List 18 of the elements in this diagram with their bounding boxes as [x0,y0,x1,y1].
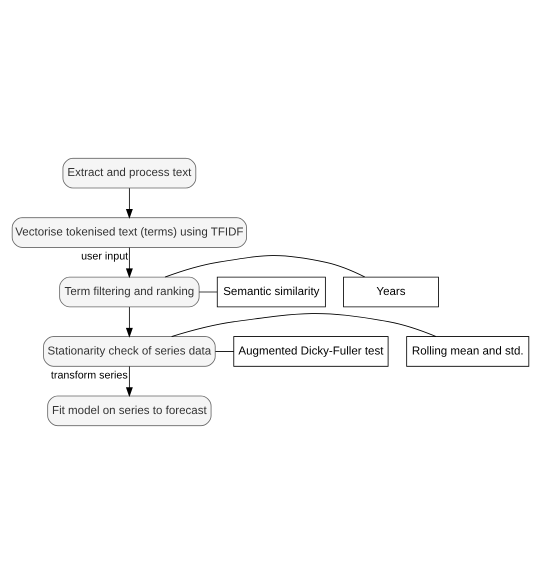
node-box: Years [343,276,439,308]
edge-label: transform series [50,369,128,382]
arrow [126,366,133,398]
node-box: Fit model on series to forecast [47,396,212,426]
node-box: Semantic similarity [216,276,326,308]
connector [171,313,436,337]
connector [164,255,366,278]
edge-label: user input [81,250,128,262]
node-box: Stationarity check of series data [43,336,216,367]
arrow [126,306,133,338]
node-box: Term filtering and ranking [59,276,200,308]
node-box: Augmented Dicky-Fuller test [233,336,389,367]
node-box: Rolling mean and std. [406,336,530,367]
arrow [126,247,133,278]
arrow [126,188,133,219]
node-box: Extract and process text [62,158,196,188]
node-box: Vectorise tokenised text (terms) using TFIDF [12,217,247,248]
connector [215,351,234,352]
